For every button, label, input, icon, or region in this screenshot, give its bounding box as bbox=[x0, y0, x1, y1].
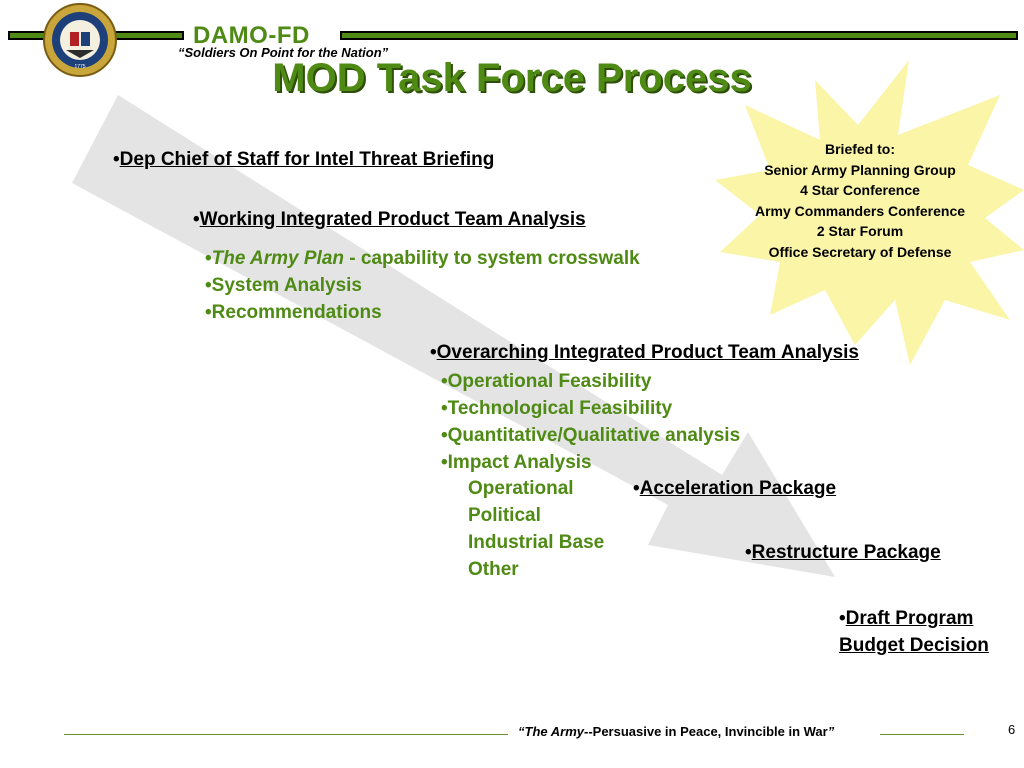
bullet: • bbox=[839, 608, 846, 629]
bullet: • bbox=[113, 149, 120, 170]
sub-army-plan: •The Army Plan - capability to system cr… bbox=[205, 248, 640, 270]
header-bar-right bbox=[340, 31, 1018, 40]
bullet: • bbox=[441, 425, 448, 446]
briefed-item: Senior Army Planning Group bbox=[764, 161, 956, 178]
step-label: Restructure Package bbox=[751, 542, 941, 563]
step-acceleration-package: •Acceleration Package bbox=[633, 478, 836, 500]
step-label: Acceleration Package bbox=[639, 478, 837, 499]
sub-label: Technological Feasibility bbox=[447, 398, 673, 419]
bullet: • bbox=[441, 398, 448, 419]
bullet: • bbox=[205, 248, 212, 269]
sub-quant-qual: •Quantitative/Qualitative analysis bbox=[441, 425, 740, 447]
sub-recommendations: •Recommendations bbox=[205, 302, 382, 324]
svg-text:1775: 1775 bbox=[74, 64, 85, 70]
sub-operational-feasibility: •Operational Feasibility bbox=[441, 371, 651, 393]
bullet: • bbox=[430, 342, 437, 363]
sub-label: Recommendations bbox=[211, 302, 382, 323]
quote-close: ” bbox=[827, 724, 835, 739]
motto: “Soldiers On Point for the Nation” bbox=[178, 45, 389, 60]
step-line: Budget Decision bbox=[839, 632, 989, 659]
step-draft-pbd: •Draft Program Budget Decision bbox=[839, 605, 989, 659]
footer-rest: --Persuasive in Peace, Invincible in War bbox=[583, 724, 828, 739]
bullet: • bbox=[193, 209, 200, 230]
step-overarching-ipt: •Overarching Integrated Product Team Ana… bbox=[430, 342, 859, 364]
briefed-to-list: Briefed to: Senior Army Planning Group 4… bbox=[720, 139, 1000, 262]
sub-label: Quantitative/Qualitative analysis bbox=[447, 425, 741, 446]
briefed-heading: Briefed to: bbox=[825, 141, 895, 157]
page-title: MOD Task Force Process bbox=[272, 56, 752, 100]
bullet: • bbox=[745, 542, 752, 563]
quote-open: “ bbox=[518, 724, 525, 739]
briefed-item: Army Commanders Conference bbox=[754, 202, 966, 219]
step-working-ipt: •Working Integrated Product Team Analysi… bbox=[193, 209, 586, 231]
army-plan-label: The Army Plan bbox=[211, 248, 344, 269]
army-plan-rest: - capability to system crosswalk bbox=[344, 248, 640, 269]
bullet: • bbox=[441, 371, 448, 392]
army-seal-icon: 1775 bbox=[43, 3, 117, 77]
step-label: Dep Chief of Staff for Intel Threat Brie… bbox=[119, 149, 495, 170]
impact-industrial-base: Industrial Base bbox=[468, 532, 605, 553]
impact-operational: Operational bbox=[468, 478, 574, 499]
footer-army: The Army bbox=[524, 724, 584, 739]
footer-quote: “The Army--Persuasive in Peace, Invincib… bbox=[518, 724, 834, 739]
sub-system-analysis: •System Analysis bbox=[205, 275, 362, 297]
briefed-item: Office Secretary of Defense bbox=[768, 243, 952, 260]
briefed-item: 4 Star Conference bbox=[800, 182, 920, 198]
step-label: Working Integrated Product Team Analysis bbox=[199, 209, 586, 230]
bullet: • bbox=[205, 275, 212, 296]
sub-impact-analysis: •Impact Analysis bbox=[441, 452, 592, 474]
step-threat-briefing: •Dep Chief of Staff for Intel Threat Bri… bbox=[113, 149, 494, 171]
impact-political: Political bbox=[468, 505, 541, 526]
sub-technological-feasibility: •Technological Feasibility bbox=[441, 398, 672, 420]
bullet: • bbox=[633, 478, 640, 499]
impact-other: Other bbox=[468, 559, 519, 580]
sub-label: Operational Feasibility bbox=[447, 371, 652, 392]
bullet: • bbox=[441, 452, 448, 473]
brand-name: DAMO-FD bbox=[193, 22, 310, 49]
step-line: •Draft Program bbox=[839, 605, 989, 632]
step-label: Overarching Integrated Product Team Anal… bbox=[436, 342, 859, 363]
footer-rule-right bbox=[880, 734, 964, 735]
step-label: Budget Decision bbox=[839, 635, 989, 656]
footer-rule-left bbox=[64, 734, 508, 735]
page-number: 6 bbox=[1008, 722, 1016, 737]
sub-label: System Analysis bbox=[211, 275, 362, 296]
bullet: • bbox=[205, 302, 212, 323]
briefed-item: 2 Star Forum bbox=[816, 223, 904, 239]
step-restructure-package: •Restructure Package bbox=[745, 542, 941, 564]
step-label: Draft Program bbox=[845, 608, 974, 629]
sub-label: Impact Analysis bbox=[447, 452, 592, 473]
